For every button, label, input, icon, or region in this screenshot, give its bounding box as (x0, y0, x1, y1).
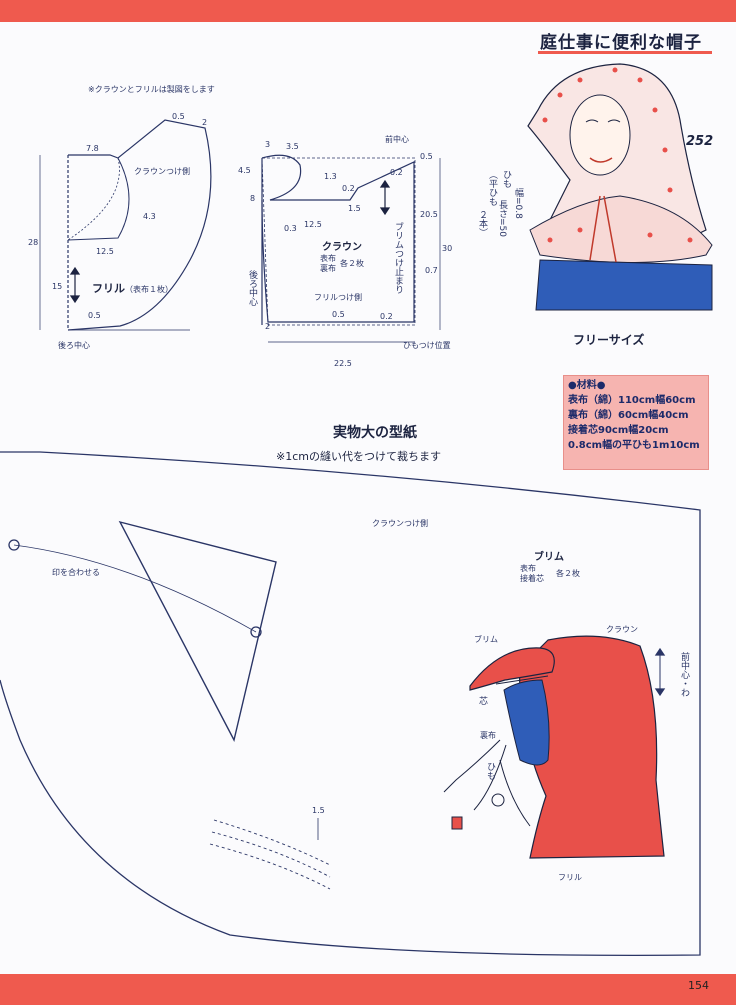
frill-dim-label: 7.8 (86, 144, 99, 153)
illus-lining-label: 裏布 (480, 731, 496, 740)
crown-piece-count: 各２枚 (340, 259, 364, 268)
crown-piece-label: クラウン (322, 242, 362, 253)
frill-draft (39, 119, 212, 331)
crown-dim-label: 3 (265, 140, 271, 149)
frill-dim-label: 4.3 (143, 212, 156, 221)
illus-tie-label: ひも (485, 762, 495, 780)
pattern-dim-label: 1.5 (312, 806, 325, 815)
materials-item: 裏布（綿）60cm幅40cm (568, 410, 689, 421)
materials-item: 表布（綿）110cm幅60cm (568, 395, 696, 406)
tie-label-c: ２本） (477, 210, 487, 237)
crown-dim-label: 0.7 (425, 266, 438, 275)
design-number-badge: 252 (686, 134, 714, 149)
tie-width: 幅=0.8 (513, 188, 523, 219)
draft-arrows (69, 179, 391, 304)
pattern-note: ※1cmの縫い代をつけて裁ちます (276, 450, 441, 463)
illus-core-label: 芯 (477, 696, 487, 705)
crown-front-center-label: 前中心 (385, 135, 409, 144)
crown-dim-label: 3.5 (286, 142, 299, 151)
draft-note: ※クラウンとフリルは製図をします (88, 85, 215, 94)
pattern-brim-label: ブリム (534, 552, 564, 563)
crown-dim-label: 0.3 (284, 224, 297, 233)
bottom-color-band (0, 974, 736, 1005)
illus-frill-label: フリル (558, 873, 582, 882)
crown-dim-label: 2 (265, 322, 271, 331)
illus-crown-label: クラウン (606, 625, 638, 634)
crown-draft (261, 154, 441, 343)
materials-heading: ●材料● (568, 380, 606, 391)
size-label: フリーサイズ (573, 333, 645, 347)
frill-crown-side-label: クラウンつけ側 (134, 167, 190, 176)
crown-dim-label: 1.3 (324, 172, 337, 181)
frill-dim-label: 0.5 (172, 112, 185, 121)
materials-box: ●材料● 表布（綿）110cm幅60cm 裏布（綿）60cm幅40cm 接着芯9… (563, 375, 709, 470)
crown-dim-label: 12.5 (304, 220, 322, 229)
crown-tie-position-label: ひもつけ位置 (403, 341, 451, 350)
crown-dim-label: 0.2 (342, 184, 355, 193)
frill-dim-label: 0.5 (88, 311, 101, 320)
pattern-front-center-label: 前中心・わ (679, 652, 689, 697)
frill-back-center-label: 後ろ中心 (58, 341, 90, 350)
pattern-brim-count: 各２枚 (556, 569, 580, 578)
top-color-band (0, 0, 736, 22)
crown-dim-label: 1.5 (348, 204, 361, 213)
crown-dim-label: 4.5 (238, 166, 251, 175)
crown-back-center-label: 後ろ中心 (247, 270, 257, 306)
title-underline (538, 51, 712, 54)
frill-dim-label: 15 (52, 282, 63, 291)
crown-dim-label: 20.5 (420, 210, 438, 219)
pattern-title: 実物大の型紙 (333, 425, 417, 441)
pattern-match-mark-label: 印を合わせる (52, 568, 100, 577)
hat-construction-illustration (443, 635, 665, 859)
frill-dim-label: 12.5 (96, 247, 114, 256)
crown-dim-label: 8 (250, 194, 256, 203)
crown-piece-spec: 表布 裏布 (320, 254, 336, 273)
crown-dim-label: 22.5 (334, 359, 352, 368)
crown-frill-side-label: フリルつけ側 (314, 293, 362, 302)
pattern-brim-spec: 表布 接着芯 (520, 564, 544, 583)
materials-item: 0.8cm幅の平ひも1m10cm (568, 440, 700, 451)
tie-label-b: （平ひも (487, 170, 497, 206)
materials-item: 接着芯90cm幅20cm (568, 425, 669, 436)
frill-dim-label: 28 (28, 238, 39, 247)
crown-dim-label: 0.5 (420, 152, 433, 161)
crown-dim-label: 0.2 (380, 312, 393, 321)
frill-dim-label: 2 (202, 118, 208, 127)
crown-dim-label: 30 (442, 244, 453, 253)
illus-brim-label: ブリム (474, 635, 498, 644)
woman-wearing-hat-illustration (527, 63, 713, 311)
tie-length: 長さ=50 (497, 200, 507, 237)
fullsize-brim-pattern (0, 451, 701, 956)
pattern-crown-side-label: クラウンつけ側 (372, 519, 428, 528)
page-number: 154 (688, 979, 709, 992)
crown-dim-label: 0.5 (332, 310, 345, 319)
crown-dim-label: 0.2 (390, 168, 403, 177)
crown-brim-stop-label: ブリムつけ止まり (393, 222, 403, 294)
frill-piece-label: フリル（表布１枚） (92, 282, 173, 295)
page-title: 庭仕事に便利な帽子 (540, 33, 702, 53)
tie-label-a: ひも (501, 170, 511, 188)
